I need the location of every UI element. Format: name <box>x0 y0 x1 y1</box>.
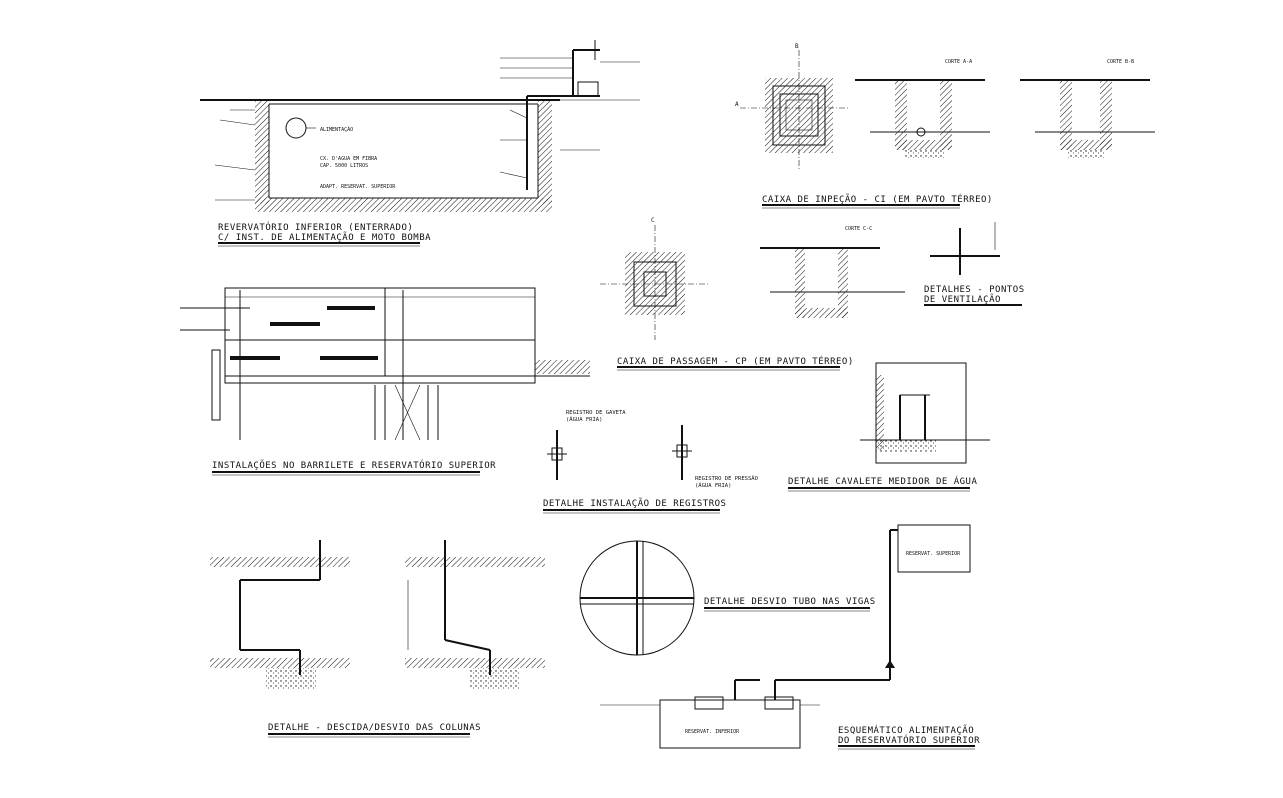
registro-pressao-label: REGISTRO DE PRESSÃO <box>695 475 758 482</box>
registros-detail: REGISTRO DE GAVETA (ÁGUA FRIA) REGISTRO … <box>543 410 758 514</box>
reservat-superior-label: RESERVAT. SUPERIOR <box>906 551 961 557</box>
title-caixa-passagem: CAIXA DE PASSAGEM - CP (EM PAVTO TÉRREO) <box>617 355 854 367</box>
registro-gaveta-label: REGISTRO DE GAVETA <box>566 410 626 416</box>
reservat-inferior-label: RESERVAT. INFERIOR <box>685 729 740 735</box>
title-barrilete: INSTALAÇÕES NO BARRILETE E RESERVATÓRIO … <box>212 459 496 471</box>
cavalete-detail: DETALHE CAVALETE MEDIDOR DE ÁGUA <box>788 362 990 492</box>
agua-fria-2-label: (ÁGUA FRIA) <box>695 482 731 489</box>
barrilete-detail: INSTALAÇÕES NO BARRILETE E RESERVATÓRIO … <box>180 287 590 476</box>
cx-agua-label: CX. D'AGUA EM FIBRA <box>320 156 377 162</box>
corte-cc-label: CORTE C-C <box>845 226 872 232</box>
corte-bb-label: CORTE B-B <box>1107 59 1134 65</box>
esquematico-detail: RESERVAT. SUPERIOR RESERVAT. INFERIOR ES… <box>600 524 980 750</box>
desvio-vigas-detail: DETALHE DESVIO TUBO NAS VIGAS <box>579 540 876 656</box>
agua-fria-1-label: (ÁGUA FRIA) <box>566 416 602 423</box>
title-ventilacao-2: DE VENTILAÇÃO <box>924 294 1001 305</box>
title-esquematico-2: DO RESERVATÓRIO SUPERIOR <box>838 734 980 746</box>
svg-text:B: B <box>795 43 799 50</box>
caixa-inspecao-detail: A B CORTE A-A CORTE B-B CAIXA DE INPEÇÃO… <box>735 43 1155 209</box>
corte-aa-label: CORTE A-A <box>945 59 972 65</box>
title-res-inferior-1: REVERVATÓRIO INFERIOR (ENTERRADO) <box>218 221 413 233</box>
svg-text:C: C <box>651 217 655 224</box>
caixa-passagem-detail: C CORTE C-C CAIXA DE PASSAGEM - CP (EM P… <box>600 217 905 371</box>
title-desvio-vigas: DETALHE DESVIO TUBO NAS VIGAS <box>704 597 876 607</box>
title-caixa-inspecao: CAIXA DE INPEÇÃO - CI (EM PAVTO TÉRREO) <box>762 193 993 205</box>
reservatorio-inferior-detail: ALIMENTAÇÃO CX. D'AGUA EM FIBRA CAP. 500… <box>200 40 640 247</box>
title-registros: DETALHE INSTALAÇÃO DE REGISTROS <box>543 498 726 509</box>
title-esquematico-1: ESQUEMÁTICO ALIMENTAÇÃO <box>838 724 974 736</box>
title-ventilacao-1: DETALHES - PONTOS <box>924 285 1025 295</box>
ventilacao-detail: DETALHES - PONTOS DE VENTILAÇÃO <box>924 222 1025 306</box>
adapt-label: ADAPT. RESERVAT. SUPERIOR <box>320 184 396 190</box>
title-cavalete: DETALHE CAVALETE MEDIDOR DE ÁGUA <box>788 475 977 487</box>
title-res-inferior-2: C/ INST. DE ALIMENTAÇÃO E MOTO BOMBA <box>218 232 431 243</box>
cap-label: CAP. 5000 LITROS <box>320 163 368 169</box>
title-descida: DETALHE - DESCIDA/DESVIO DAS COLUNAS <box>268 723 481 733</box>
svg-text:A: A <box>735 101 739 108</box>
alimentacao-label: ALIMENTAÇÃO <box>320 126 353 133</box>
descida-colunas-detail: DETALHE - DESCIDA/DESVIO DAS COLUNAS <box>210 540 545 738</box>
